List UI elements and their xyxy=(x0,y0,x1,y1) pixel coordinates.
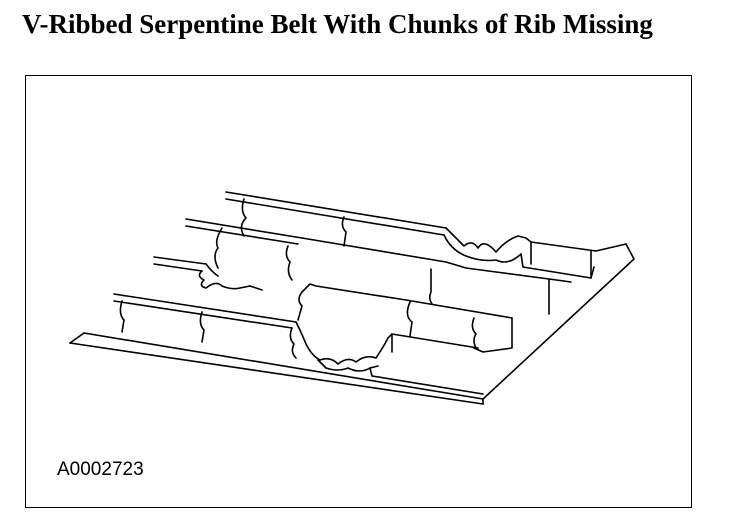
belt-illustration xyxy=(69,191,635,405)
illustration-frame: A0002723 xyxy=(25,75,692,508)
figure-title: V-Ribbed Serpentine Belt With Chunks of … xyxy=(22,9,653,39)
belt-rib-damaged xyxy=(113,293,484,395)
belt-rib xyxy=(225,191,627,279)
belt-rib-damaged xyxy=(153,256,513,353)
figure-reference-code: A0002723 xyxy=(57,459,144,480)
belt-base-edge xyxy=(69,243,635,405)
belt-rib xyxy=(185,218,572,315)
